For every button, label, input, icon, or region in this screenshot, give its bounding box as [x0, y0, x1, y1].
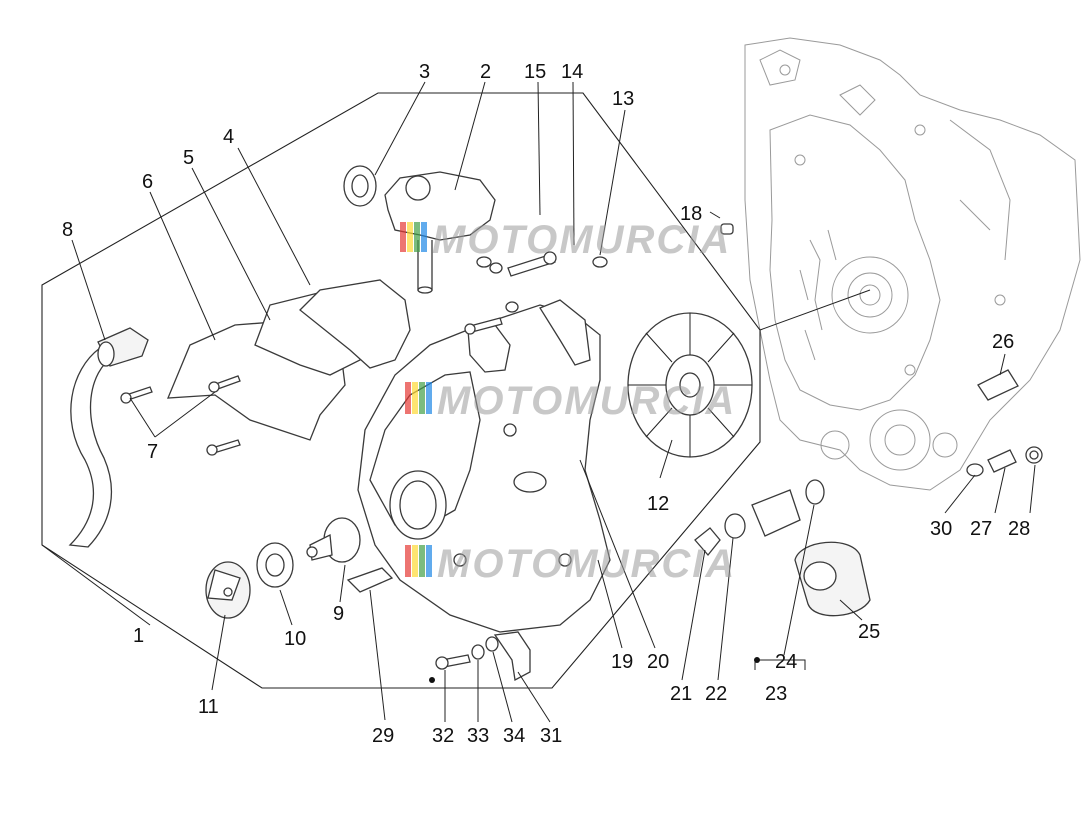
engine-crankcase: [744, 37, 1081, 491]
callout-28: 28: [1008, 518, 1030, 540]
callout-25: 25: [858, 621, 880, 643]
callout-27: 27: [970, 518, 992, 540]
callout-4: 4: [223, 126, 234, 148]
callout-29: 29: [372, 725, 394, 747]
callout-5: 5: [183, 147, 194, 169]
callout-22: 22: [705, 683, 727, 705]
callout-1: 1: [133, 625, 144, 647]
callout-13: 13: [612, 88, 634, 110]
callout-20: 20: [647, 651, 669, 673]
assembly-frame: [41, 92, 761, 689]
callout-10: 10: [284, 628, 306, 650]
dowel-pin: [720, 223, 734, 235]
leader-lines: [41, 81, 1036, 723]
oil-seal: [256, 542, 294, 588]
screw-set: [120, 375, 241, 456]
callout-7: 7: [147, 441, 158, 463]
shaft-seal: [306, 517, 361, 563]
callout-26: 26: [992, 331, 1014, 353]
watermark-2: MOTOMURCIA: [405, 379, 736, 423]
callout-30: 30: [930, 518, 952, 540]
callout-23: 23: [765, 683, 787, 705]
callout-21: 21: [670, 683, 692, 705]
watermark-3: MOTOMURCIA: [405, 542, 736, 586]
callout-31: 31: [540, 725, 562, 747]
callout-numbers: 1 2 3 4 5 6 7 8 9 10 11 12 13 14 15 18 1…: [62, 61, 1030, 747]
watermark-text-1: MOTOMURCIA: [432, 218, 731, 262]
callout-19: 19: [611, 651, 633, 673]
callout-34: 34: [503, 725, 525, 747]
oil-filter-group: [694, 479, 871, 617]
coolant-hose: [68, 327, 149, 548]
cover-bolt: [464, 301, 519, 335]
watermark-1: MOTOMURCIA: [400, 218, 731, 262]
callout-11: 11: [198, 696, 219, 718]
callout-9: 9: [333, 603, 344, 625]
callout-14: 14: [561, 61, 583, 83]
callout-2: 2: [480, 61, 491, 83]
callout-3: 3: [419, 61, 430, 83]
callout-8: 8: [62, 219, 73, 241]
shroud-cover: [299, 279, 411, 369]
bearing: [343, 165, 377, 207]
watermark-text-2: MOTOMURCIA: [437, 379, 736, 423]
bolt-washer-set: [476, 251, 608, 277]
callout-18: 18: [680, 203, 702, 225]
callout-33: 33: [467, 725, 489, 747]
callout-15: 15: [524, 61, 546, 83]
drain-plug: [977, 369, 1019, 401]
cooling-fan: [627, 312, 753, 458]
callout-24: 24: [775, 651, 797, 673]
impeller: [205, 561, 251, 619]
sensor-set: [966, 446, 1043, 477]
callout-32: 32: [432, 725, 454, 747]
callout-6: 6: [142, 171, 153, 193]
bracket-bolt-set: [435, 631, 531, 682]
rubber-gasket: [346, 567, 394, 593]
callout-12: 12: [647, 493, 669, 515]
watermark-text-3: MOTOMURCIA: [437, 542, 736, 586]
